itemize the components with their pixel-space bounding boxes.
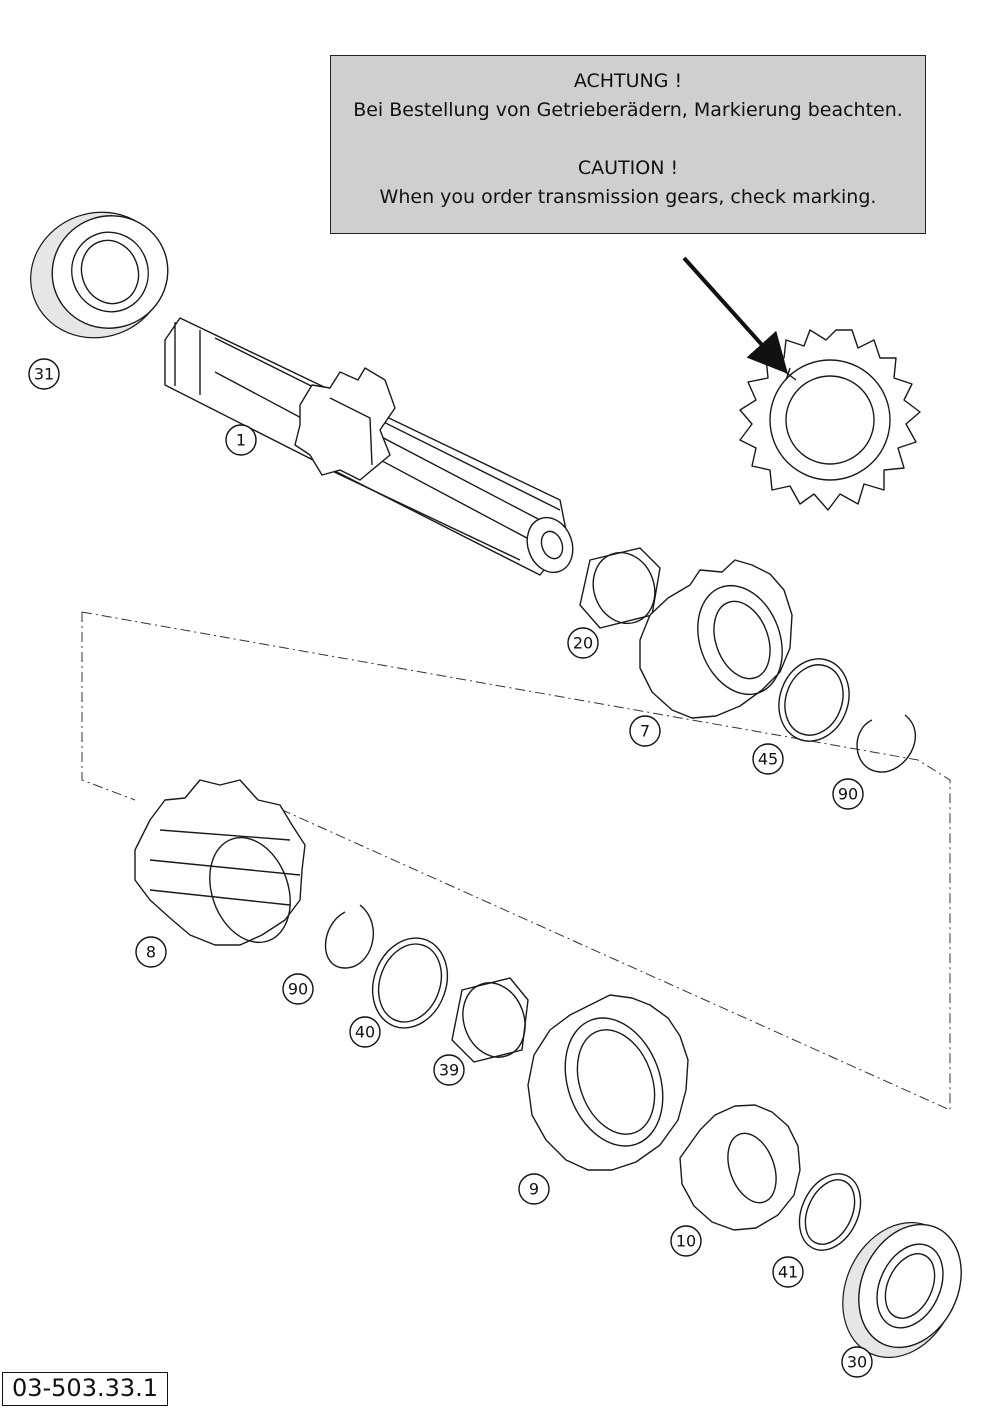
svg-text:1: 1 [236,431,246,450]
callout-40: 40 [349,1016,381,1048]
circlip-90-lower [324,904,375,969]
svg-text:39: 39 [439,1061,459,1080]
svg-text:10: 10 [676,1232,696,1251]
svg-text:90: 90 [838,785,858,804]
gear-7 [639,559,793,719]
callout-30: 30 [841,1346,873,1378]
callout-7: 7 [629,715,661,747]
callout-8: 8 [135,936,167,968]
assembly-axis-line [81,612,136,801]
caution-text-de: Bei Bestellung von Getrieberädern, Marki… [353,99,903,121]
gear-9 [527,994,689,1171]
thrust-washer-45 [778,658,850,742]
svg-text:31: 31 [34,365,54,384]
circlip-90-upper [856,714,917,773]
reference-gear-marking [682,256,921,511]
svg-text:90: 90 [288,980,308,999]
svg-text:45: 45 [758,750,778,769]
svg-text:20: 20 [573,634,593,653]
document-id-label: 03-503.33.1 [2,1372,168,1406]
svg-text:9: 9 [529,1180,539,1199]
main-shaft-1 [164,317,574,576]
ball-bearing-31 [30,211,169,339]
thrust-washer-41 [798,1173,862,1251]
caution-notice-box: ACHTUNG ! Bei Bestellung von Getrieberäd… [330,55,926,234]
caution-text-en: When you order transmission gears, check… [379,186,877,208]
callout-20: 20 [567,627,599,659]
callout-31: 31 [28,358,60,390]
gear-8 [134,779,306,946]
assembly-axis-line-mid [81,611,951,1111]
svg-text:7: 7 [640,722,650,741]
callout-9: 9 [518,1173,550,1205]
svg-text:41: 41 [778,1263,798,1282]
callout-90-lower: 90 [282,973,314,1005]
callout-45: 45 [752,743,784,775]
gear-10 [679,1104,801,1231]
svg-text:30: 30 [847,1353,867,1372]
ball-bearing-30 [842,1221,962,1359]
callout-90-upper: 90 [832,778,864,810]
callout-39: 39 [433,1054,465,1086]
bushing-39 [451,977,529,1063]
callout-41: 41 [772,1256,804,1288]
thrust-washer-40 [371,937,449,1029]
callout-1: 1 [225,424,257,456]
svg-text:40: 40 [355,1023,375,1042]
caution-heading-de: ACHTUNG ! [573,70,683,92]
callout-10: 10 [670,1225,702,1257]
caution-heading-en: CAUTION ! [577,157,679,179]
svg-text:8: 8 [146,943,156,962]
